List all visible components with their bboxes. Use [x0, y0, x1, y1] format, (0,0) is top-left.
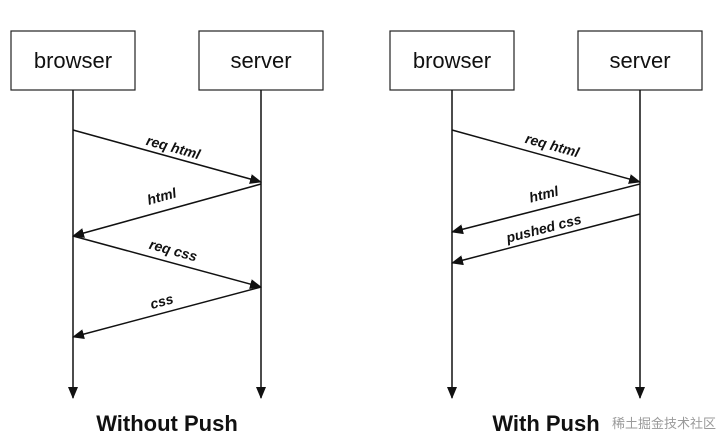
message-pushed-css: pushed css — [451, 211, 641, 266]
message-arrow — [72, 129, 262, 184]
panel-caption: With Push — [492, 411, 599, 435]
browser-actor: browser — [389, 30, 515, 91]
message-req-html: req html — [451, 129, 641, 184]
message-css: css — [72, 286, 262, 340]
panel-without-push: browser server req html html req css css… — [10, 30, 324, 435]
server-label: server — [230, 48, 291, 73]
message-arrow — [451, 183, 641, 235]
message-label: req css — [148, 236, 200, 265]
message-html: html — [72, 183, 262, 238]
server-actor: server — [198, 30, 324, 91]
message-arrow — [72, 286, 262, 340]
browser-label: browser — [34, 48, 112, 73]
message-req-html: req html — [72, 129, 262, 184]
panel-caption: Without Push — [96, 411, 238, 435]
server-box — [198, 30, 324, 91]
message-arrow — [72, 235, 262, 289]
message-arrow — [451, 213, 641, 266]
message-html: html — [451, 182, 641, 235]
message-req-css: req css — [72, 235, 262, 289]
message-arrow — [451, 129, 641, 184]
browser-box — [10, 30, 136, 91]
browser-label: browser — [413, 48, 491, 73]
server-label: server — [609, 48, 670, 73]
message-label: req html — [524, 130, 583, 160]
browser-actor: browser — [10, 30, 136, 91]
message-label: html — [145, 184, 179, 208]
watermark: 稀土掘金技术社区 — [612, 416, 716, 432]
server-actor: server — [577, 30, 703, 91]
panel-with-push: browser server req html html pushed css … — [389, 30, 703, 435]
message-label: css — [148, 290, 175, 312]
message-arrow — [72, 183, 262, 238]
message-label: html — [527, 182, 561, 205]
